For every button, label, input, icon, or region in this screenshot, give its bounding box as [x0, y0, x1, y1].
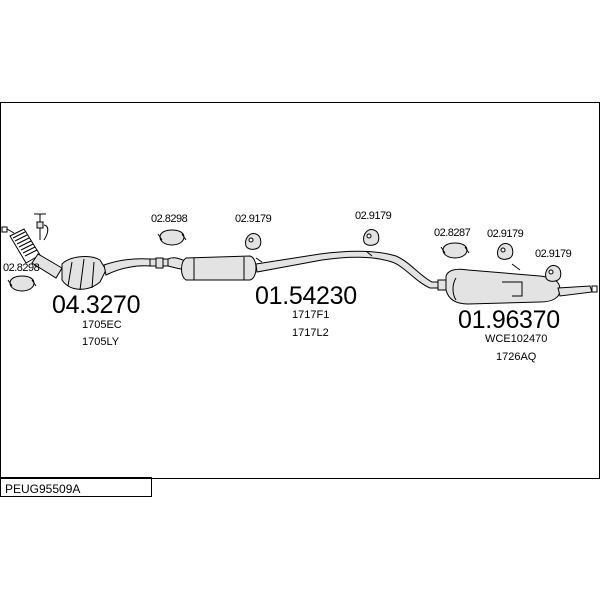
intermediate-pipe — [255, 250, 447, 291]
cat-converter-ref-1: 1705EC — [82, 319, 122, 331]
reference-number: PEUG95509A — [5, 482, 81, 496]
hanger-code-2: 02.9179 — [355, 210, 392, 222]
catalytic-converter — [61, 256, 151, 291]
middle-silencer — [181, 255, 257, 281]
rubber-hanger-icon — [245, 233, 262, 250]
rear-silencer-ref-1: WCE102470 — [485, 333, 548, 345]
cat-converter-code: 04.3270 — [52, 291, 141, 319]
rear-silencer-code: 01.96370 — [458, 306, 560, 334]
cat-converter-ref-2: 1705LY — [82, 336, 120, 348]
rubber-hanger-icon — [363, 229, 380, 246]
front-pipe — [1, 226, 63, 279]
reference-box: PEUG95509A — [0, 477, 152, 497]
clamp-icon — [157, 229, 187, 246]
lambda-probe — [34, 213, 49, 241]
rubber-hanger-icon — [497, 243, 514, 260]
gasket-code-left: 02.8298 — [3, 262, 40, 274]
hanger-code-1: 02.9179 — [235, 213, 272, 225]
clamp-code-rear: 02.8287 — [434, 227, 471, 239]
middle-silencer-code: 01.54230 — [255, 282, 357, 310]
middle-silencer-ref-2: 1717L2 — [292, 327, 329, 339]
clamp-code-middle: 02.8298 — [151, 213, 188, 225]
rubber-hanger-icon — [545, 265, 562, 282]
hanger-code-4: 02.9179 — [535, 248, 572, 260]
hanger-code-3: 02.9179 — [487, 228, 524, 240]
clamp-icon — [440, 242, 470, 259]
rear-silencer-ref-2: 1726AQ — [496, 351, 537, 363]
middle-silencer-ref-1: 1717F1 — [292, 309, 330, 321]
gasket-icon — [7, 275, 37, 292]
rear-silencer — [445, 263, 598, 305]
